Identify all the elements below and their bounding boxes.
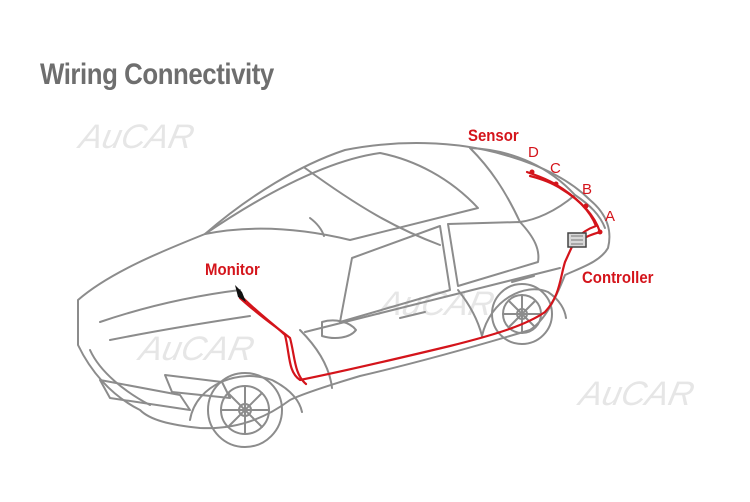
monitor-label: Monitor — [205, 260, 260, 279]
sensor-position-d: D — [528, 144, 539, 161]
sensor-point-a — [597, 229, 603, 235]
controller-box — [567, 232, 587, 248]
sensor-point-b — [583, 203, 589, 209]
monitor-unit — [235, 285, 246, 302]
sensor-points — [529, 169, 603, 235]
sensor-position-b: B — [582, 181, 593, 198]
controller-label: Controller — [582, 268, 654, 287]
sensor-position-c: C — [550, 160, 561, 177]
car-outline — [77, 142, 611, 448]
sensor-label: Sensor — [468, 126, 519, 145]
page-title: Wiring Connectivity — [40, 58, 274, 91]
sensor-position-a: A — [605, 208, 616, 225]
sensor-point-c — [553, 181, 559, 187]
wiring-harness — [238, 170, 602, 386]
sensor-point-d — [529, 169, 535, 175]
